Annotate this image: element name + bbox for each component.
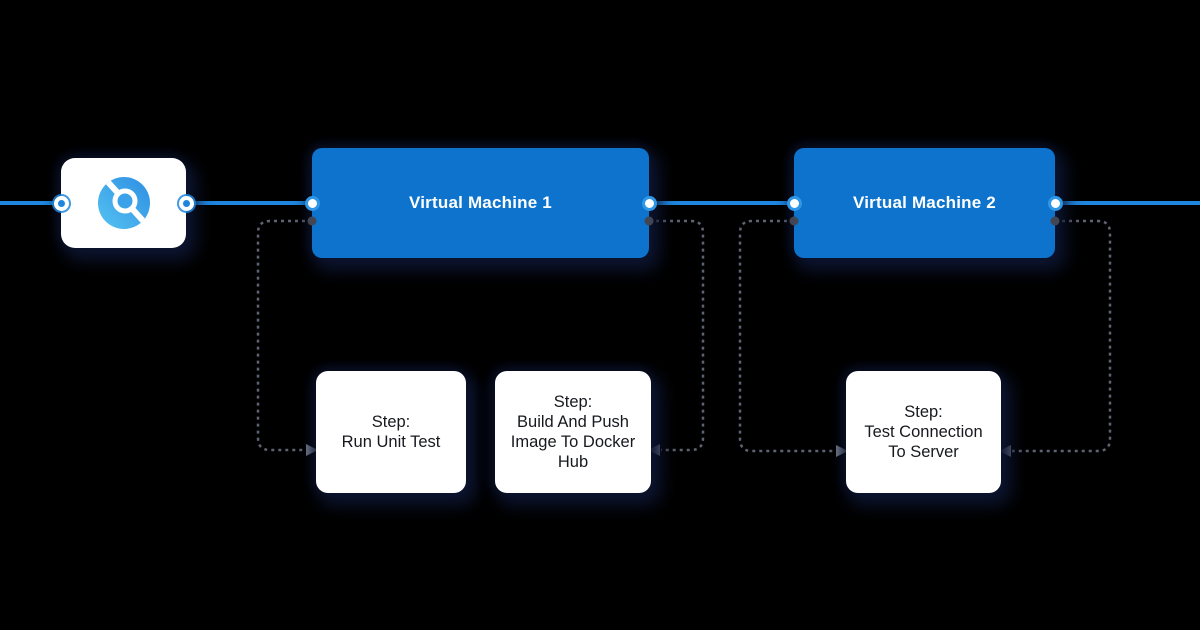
input-port[interactable] [786, 195, 802, 211]
arrowhead-icon [999, 445, 1011, 457]
input-port[interactable] [304, 195, 320, 211]
output-port[interactable] [641, 195, 657, 211]
arrowhead-icon [648, 444, 660, 456]
output-port[interactable] [1047, 195, 1063, 211]
trigger-node[interactable] [53, 158, 194, 248]
step-test-connection-node[interactable]: Step: Test Connection To Server [846, 371, 1001, 493]
step-name: Build And Push Image To Docker Hub [510, 413, 636, 471]
step-run-unit-test-node[interactable]: Step: Run Unit Test [316, 371, 466, 493]
branch-connector-vm2-right [1012, 219, 1112, 453]
step-prefix: Step: [904, 403, 943, 421]
vm1-label: Virtual Machine 1 [409, 193, 552, 212]
arrowhead-icon [836, 445, 848, 457]
step-build-push-node[interactable]: Step: Build And Push Image To Docker Hub [495, 371, 651, 493]
step-name: Test Connection To Server [864, 423, 983, 461]
branch-connector-vm1-right [649, 219, 705, 452]
input-port[interactable] [53, 195, 69, 211]
step-name: Run Unit Test [341, 433, 441, 451]
vm1-node[interactable]: Virtual Machine 1 [304, 148, 657, 258]
step-prefix: Step: [371, 413, 411, 431]
output-port[interactable] [178, 195, 194, 211]
step-prefix: Step: [553, 393, 593, 411]
branch-connector-vm1-left [256, 219, 312, 452]
vm2-label: Virtual Machine 2 [853, 193, 996, 212]
scan-search-icon [97, 177, 150, 229]
vm2-node[interactable]: Virtual Machine 2 [786, 148, 1063, 258]
branch-connector-vm2-left [738, 219, 835, 453]
arrowhead-icon [306, 444, 318, 456]
